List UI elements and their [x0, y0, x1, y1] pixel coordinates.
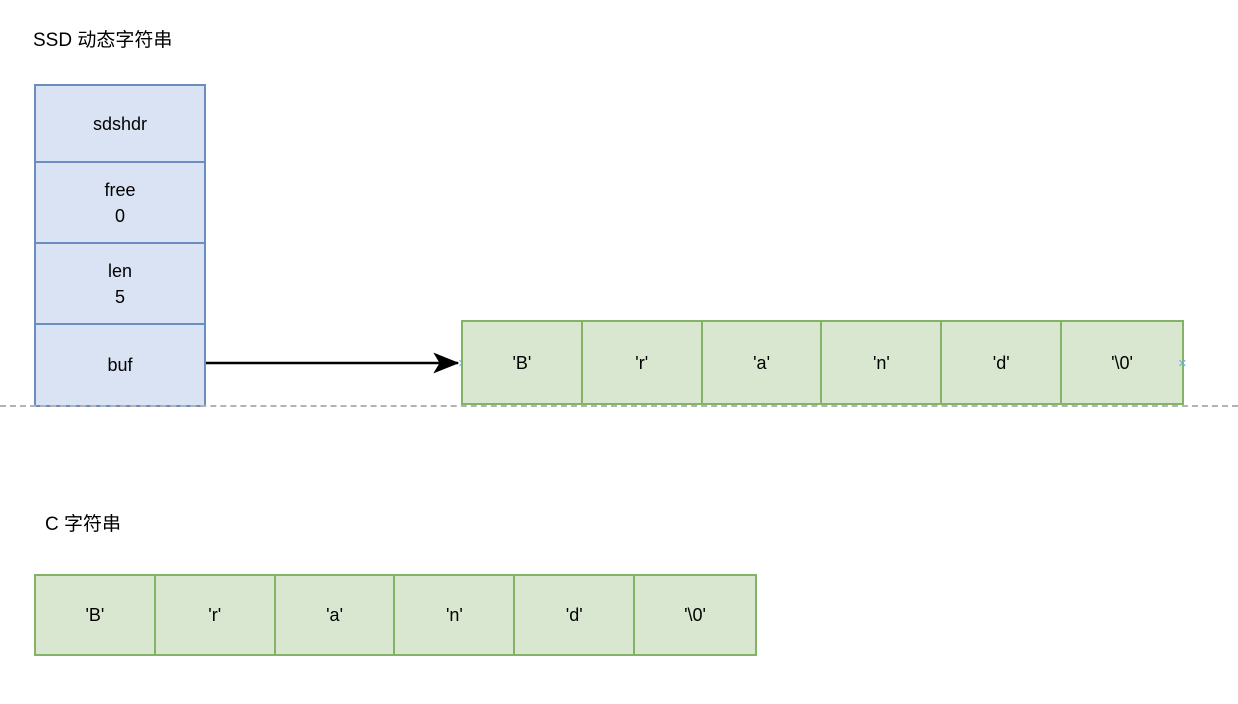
struct-row-sdshdr: sdshdr [36, 86, 204, 163]
c-string-cell: 'B' [36, 576, 156, 654]
struct-field-name-sdshdr: sdshdr [92, 113, 148, 134]
struct-field-name-len: len [107, 260, 133, 281]
c-string-cell: 'a' [275, 576, 396, 654]
sds-buffer-cell: 'r' [582, 322, 703, 403]
struct-field-value-len: 5 [114, 286, 125, 307]
c-string-cell: 'd' [515, 576, 636, 654]
c-string-array: 'B' 'r' 'a' 'n' 'd' '\0' [34, 574, 757, 656]
section-divider [0, 405, 1238, 407]
c-string-cell: 'n' [395, 576, 516, 654]
sds-buffer-cell: '\0' [1062, 322, 1182, 403]
sds-buffer-cell: 'B' [463, 322, 583, 403]
sds-buffer-cell: 'd' [942, 322, 1063, 403]
buf-pointer-arrow [206, 352, 460, 374]
struct-field-name-free: free [104, 179, 136, 200]
sds-buffer-array: 'B' 'r' 'a' 'n' 'd' '\0' [461, 320, 1184, 405]
sdshdr-struct-box: sdshdr free 0 len 5 buf [34, 84, 206, 407]
struct-row-buf: buf [36, 325, 204, 405]
sds-section-title: SSD 动态字符串 [33, 30, 173, 51]
sds-buffer-cell: 'n' [822, 322, 943, 403]
c-section-title: C 字符串 [45, 514, 122, 535]
c-string-cell: 'r' [155, 576, 276, 654]
c-string-cell: '\0' [635, 576, 755, 654]
endpoint-marker-buffer-end: × [1178, 355, 1187, 372]
struct-field-name-buf: buf [107, 355, 133, 375]
struct-field-value-free: 0 [114, 205, 125, 226]
struct-row-len: len 5 [36, 244, 204, 325]
struct-row-free: free 0 [36, 163, 204, 244]
sds-buffer-cell: 'a' [702, 322, 823, 403]
